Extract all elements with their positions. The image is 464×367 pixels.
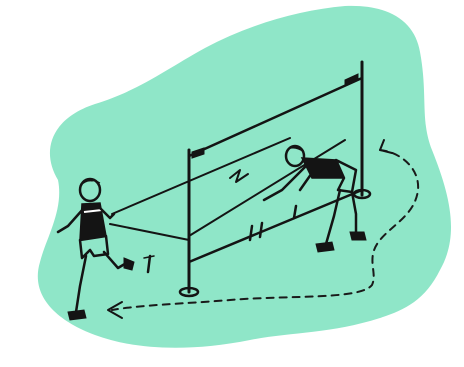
partner-back-shoe [350, 232, 366, 240]
runner-back-shoe [68, 310, 86, 320]
partner-front-shoe [316, 242, 334, 252]
